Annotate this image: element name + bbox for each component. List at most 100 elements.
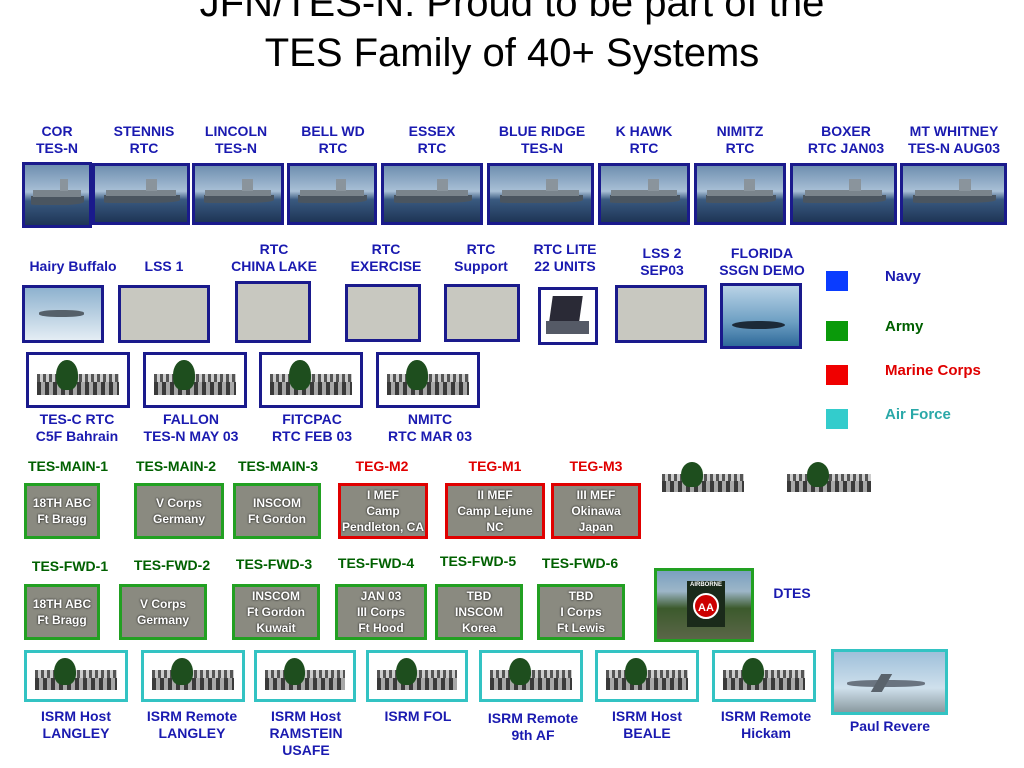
af-label-7: Paul Revere [830, 718, 950, 735]
building-roof [661, 473, 745, 481]
ship-hull [31, 196, 84, 205]
vehicle [238, 324, 259, 332]
row3-building-2 [259, 352, 363, 408]
row2-label-2-line-2: CHINA LAKE [231, 258, 317, 274]
ship-tower [336, 179, 347, 191]
vehicle [618, 325, 644, 332]
row2-picture-2 [235, 281, 311, 343]
ship-label-0-line-1: COR [41, 123, 73, 139]
ship-photo-1 [92, 163, 190, 225]
main-unit-text-line-1: III MEF [576, 488, 616, 502]
building-graphic [27, 653, 125, 699]
fwd-unit-text-line-1: INSCOM [252, 589, 300, 603]
fwd-unit-text-line-1: V Corps [139, 597, 186, 611]
row3-label-3-line-1: NMITC [407, 411, 453, 427]
building-graphic [144, 653, 242, 699]
tree [625, 657, 647, 686]
row2-label-3-line-1: RTC [371, 241, 401, 257]
submarine-shape [732, 320, 786, 330]
row2-label-1-line-2: LSS 1 [144, 258, 184, 274]
row2-label-0: Hairy Buffalo [18, 258, 128, 275]
ship-deck [300, 189, 364, 197]
main-unit-0: 18TH ABC Ft Bragg [24, 483, 100, 539]
row2-label-3-line-2: EXERCISE [350, 258, 422, 274]
main-unit-text-line-3: Japan [578, 520, 614, 534]
ship-deck [805, 189, 882, 197]
building-roof [269, 374, 353, 382]
ship-label-7-line-2: RTC [725, 140, 755, 156]
ship-photo-5 [487, 163, 594, 225]
af-label-line-1: Paul Revere [849, 718, 931, 734]
title-line-2: TES Family of 40+ Systems [264, 31, 760, 75]
af-building-1 [141, 650, 245, 702]
ship-hull [609, 195, 681, 203]
building-wall [153, 382, 237, 395]
vehicle [618, 299, 637, 315]
vehicle [447, 298, 462, 314]
af-label-3: ISRM FOL [368, 708, 468, 725]
building-graphic [482, 653, 580, 699]
laptop-screen [548, 296, 583, 322]
ship-tower [848, 179, 861, 191]
ship-tower [60, 179, 68, 192]
building-wall [605, 677, 689, 690]
ship-hull [803, 195, 886, 203]
ship-label-4-line-1: ESSEX [408, 123, 456, 139]
main-unit-text-line-2: Ft Bragg [37, 512, 87, 526]
tree [56, 360, 78, 390]
main-unit-text-line-2: Okinawa [571, 504, 621, 518]
tree [681, 462, 703, 488]
ship-tower [958, 179, 971, 191]
building-graphic [379, 355, 477, 405]
ship-hull [500, 195, 583, 203]
building-roof [722, 670, 806, 678]
af-label-line-1: ISRM Remote [720, 708, 812, 724]
af-label-line-2: RAMSTEIN [269, 725, 343, 741]
main-unit-text-line-3: Pendleton, CA [341, 520, 424, 534]
af-label-line-1: ISRM Remote [487, 710, 579, 726]
row3-label-1-line-2: TES-N MAY 03 [143, 428, 239, 444]
fwd-unit-text-line-2: INSCOM [455, 605, 503, 619]
fwd-unit-text-line-1: JAN 03 [360, 589, 402, 603]
vehicle [618, 288, 639, 299]
building-roof [386, 374, 470, 382]
building-graphic [715, 653, 813, 699]
main-unit-text-line-1: 18TH ABC [32, 496, 92, 510]
main-name-2: TES-MAIN-3 [237, 458, 319, 474]
vehicle [348, 287, 365, 298]
ship-hull [203, 195, 275, 203]
fwd-name-3: TES-FWD-4 [337, 555, 415, 571]
main-unit-text-line-3: NC [486, 520, 504, 534]
legend-swatch-2 [826, 365, 848, 385]
main-unit-text-0: 18TH ABC Ft Bragg [27, 495, 97, 527]
ship-label-3-line-2: RTC [318, 140, 348, 156]
building-roof [34, 670, 118, 678]
vehicle [27, 630, 42, 636]
af-building-0 [24, 650, 128, 702]
building-wall [661, 480, 745, 492]
vehicle [238, 332, 253, 339]
building-roof [264, 670, 346, 678]
ship-tower [648, 179, 659, 191]
vehicle [121, 333, 140, 339]
fwd-name-1: TES-FWD-2 [133, 557, 211, 573]
building-roof [376, 670, 458, 678]
row3-label-0-line-1: TES-C RTC [39, 411, 115, 427]
ship-hull [913, 195, 996, 203]
tree [173, 360, 195, 390]
vehicle [447, 314, 464, 324]
ship-tower [145, 179, 157, 191]
